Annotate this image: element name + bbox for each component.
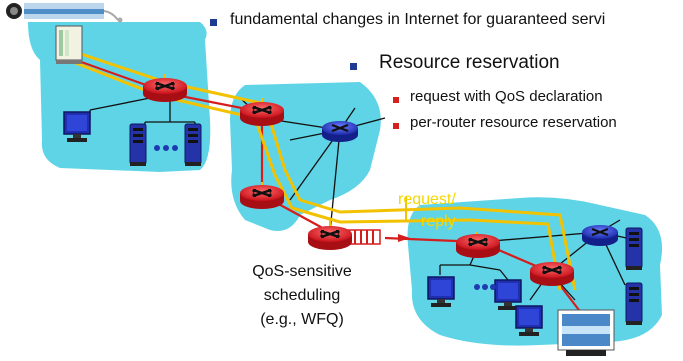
header-bullet-text: fundamental changes in Internet for guar… — [230, 11, 606, 28]
router-right-access — [528, 260, 576, 288]
router-core-blue — [320, 119, 360, 144]
router-right-blue — [580, 223, 620, 248]
video-display-right — [557, 309, 615, 356]
scheduling-note-line-3: (e.g., WFQ) — [260, 311, 344, 328]
router-core-bottom — [238, 183, 286, 211]
scheduling-note: QoS-sensitive scheduling (e.g., WFQ) — [243, 260, 361, 332]
sub-bullet-1-text: request with QoS declaration — [410, 88, 603, 105]
sub-bullet-2-text: per-router resource reservation — [410, 114, 617, 131]
router-left-edge — [141, 76, 189, 104]
packet-queue — [347, 229, 410, 245]
router-core-top — [238, 100, 286, 128]
host-server-right-1 — [625, 227, 643, 271]
host-server-left-2 — [184, 123, 202, 167]
reservation-path — [67, 50, 577, 291]
bullet-marker-header — [210, 19, 217, 26]
scheduling-note-line-2: scheduling — [263, 287, 341, 304]
bullet-marker-sub-1 — [393, 97, 399, 103]
bullet-marker-main — [350, 63, 357, 70]
host-server-left-1 — [129, 123, 147, 167]
bullet-marker-sub-2 — [393, 123, 399, 129]
path-label-reply: reply — [421, 213, 456, 230]
main-bullet-text: Resource reservation — [379, 52, 560, 73]
host-server-right-2 — [625, 282, 643, 326]
path-label-request: request/ — [398, 191, 456, 208]
ellipsis-dots-left — [154, 145, 178, 151]
scheduling-note-line-1: QoS-sensitive — [252, 263, 352, 280]
modem-device-left — [55, 25, 83, 64]
camera-banner-left — [6, 3, 123, 23]
router-right-edge — [454, 232, 502, 260]
router-scheduling — [306, 224, 354, 252]
ellipsis-dots-right — [474, 284, 496, 290]
